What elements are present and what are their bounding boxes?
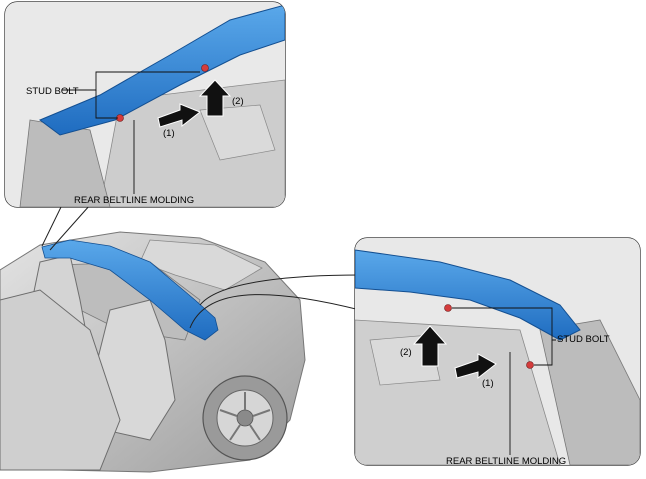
arrow-1-top [157,103,201,128]
car-overview [0,231,306,473]
step-2-label-top: (2) [232,96,244,107]
stud-bolt-bottom-1 [444,304,452,312]
beltline-molding-bottom [355,249,581,341]
connector-bottom [189,274,361,329]
arrow-2-bottom [412,325,448,367]
step-1-label-bottom: (1) [482,378,494,389]
connector-top [41,204,91,251]
step-1-label-top: (1) [163,128,175,139]
beltline-molding-top [39,4,285,136]
stud-bolt-label-top: STUD BOLT [26,86,79,97]
rim-spokes [219,392,271,441]
detail-panel-top: STUD BOLT REAR BELTLINE MOLDING (1) (2) [4,1,286,208]
front-frame [0,289,121,471]
molding-label-top: REAR BELTLINE MOLDING [74,195,194,206]
arrow-1-bottom [454,353,497,380]
stud-bolt-bottom-2 [526,361,534,369]
step-2-label-bottom: (2) [400,347,412,358]
stud-bolt-label-bottom: STUD BOLT [557,334,610,345]
detail-panel-bottom: STUD BOLT REAR BELTLINE MOLDING (1) (2) [354,237,641,467]
molding-label-bottom: REAR BELTLINE MOLDING [446,456,566,467]
arrow-2-top [198,79,232,117]
pillar-bottom [539,319,640,465]
rear-wheel-hub [236,409,254,427]
beltline-molding-overview [41,239,219,341]
stud-bolt-top-1 [201,64,209,72]
